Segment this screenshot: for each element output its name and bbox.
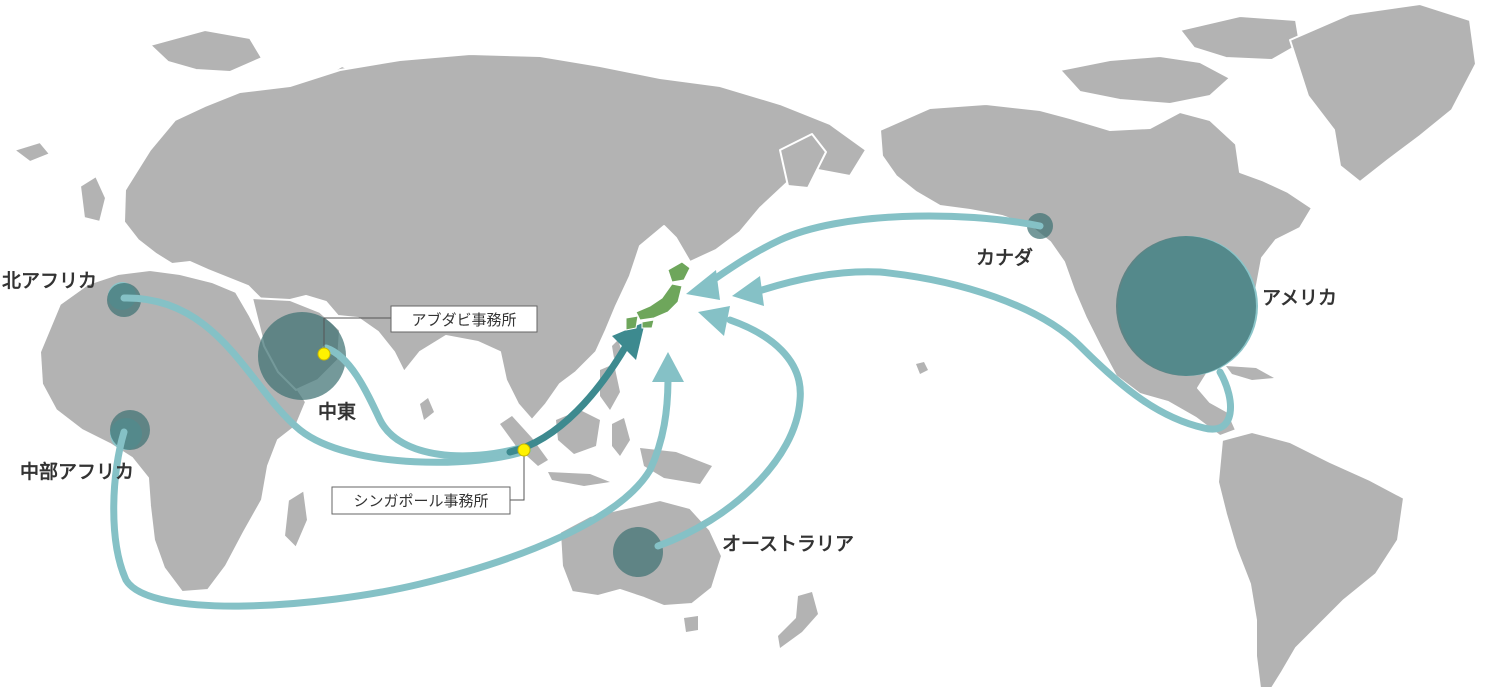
japan-honshu <box>635 283 683 321</box>
label-north-africa: 北アフリカ <box>2 270 97 292</box>
land-masses <box>13 3 1477 688</box>
abu-dhabi-leader <box>323 317 392 350</box>
japan <box>625 261 691 331</box>
hub-australia <box>613 527 663 577</box>
land-greenland <box>1289 3 1477 183</box>
route-canada-arrowhead <box>686 270 720 300</box>
route-central-africa <box>110 374 672 610</box>
route-central-africa-arrowhead <box>652 352 684 382</box>
land-sulawesi <box>612 418 630 456</box>
land-arctic-west <box>149 29 263 73</box>
land-borneo <box>556 410 600 454</box>
route-middle-east <box>322 344 524 460</box>
land-south-america <box>1217 431 1405 688</box>
route-usa <box>758 268 1234 433</box>
route-north-africa <box>120 294 532 466</box>
land-tasmania <box>684 616 698 632</box>
abu-dhabi-callout <box>390 305 538 333</box>
singapore-marker <box>517 443 531 457</box>
singapore-callout <box>331 486 511 515</box>
supply-hubs <box>107 213 1258 577</box>
land-newzealand <box>778 592 818 648</box>
land-hawaii <box>916 362 928 374</box>
route-australia <box>654 316 804 550</box>
abu-dhabi-marker <box>317 347 331 361</box>
singapore-label: シンガポール事務所 <box>353 492 488 510</box>
hub-usa <box>1116 236 1256 376</box>
hub-middle-east <box>258 312 346 400</box>
land-kamchatka <box>779 133 827 189</box>
singapore-leader <box>510 454 525 501</box>
shipping-routes <box>110 212 1234 610</box>
japan-hokkaido <box>667 261 691 283</box>
abu-dhabi-label: アブダビ事務所 <box>411 311 516 329</box>
land-uk <box>79 175 107 223</box>
label-central-africa: 中部アフリカ <box>20 460 134 483</box>
land-java <box>548 472 610 486</box>
region-labels: 北アフリカ 中部アフリカ 中東 オーストラリア カナダ アメリカ <box>2 246 1337 555</box>
land-baffin <box>1179 15 1301 61</box>
land-madagascar <box>283 489 309 549</box>
land-africa <box>39 269 307 593</box>
hub-central-africa <box>110 410 150 450</box>
label-middle-east: 中東 <box>318 400 356 423</box>
route-australia-arrowhead <box>698 306 730 336</box>
label-canada: カナダ <box>976 246 1033 269</box>
route-canada <box>706 212 1044 286</box>
offices: アブダビ事務所 シンガポール事務所 <box>317 305 538 515</box>
label-usa: アメリカ <box>1262 287 1337 309</box>
land-canada-arctic <box>1059 55 1231 105</box>
japan-shikoku <box>641 319 655 329</box>
route-main-arrowhead <box>612 322 645 360</box>
label-australia: オーストラリア <box>722 533 854 555</box>
land-sumatra <box>500 416 548 466</box>
land-srilanka <box>420 398 434 420</box>
land-iceland <box>13 141 51 163</box>
route-usa-arrowhead <box>732 276 764 306</box>
japan-kyushu <box>625 315 639 331</box>
land-cuba <box>1226 366 1274 380</box>
